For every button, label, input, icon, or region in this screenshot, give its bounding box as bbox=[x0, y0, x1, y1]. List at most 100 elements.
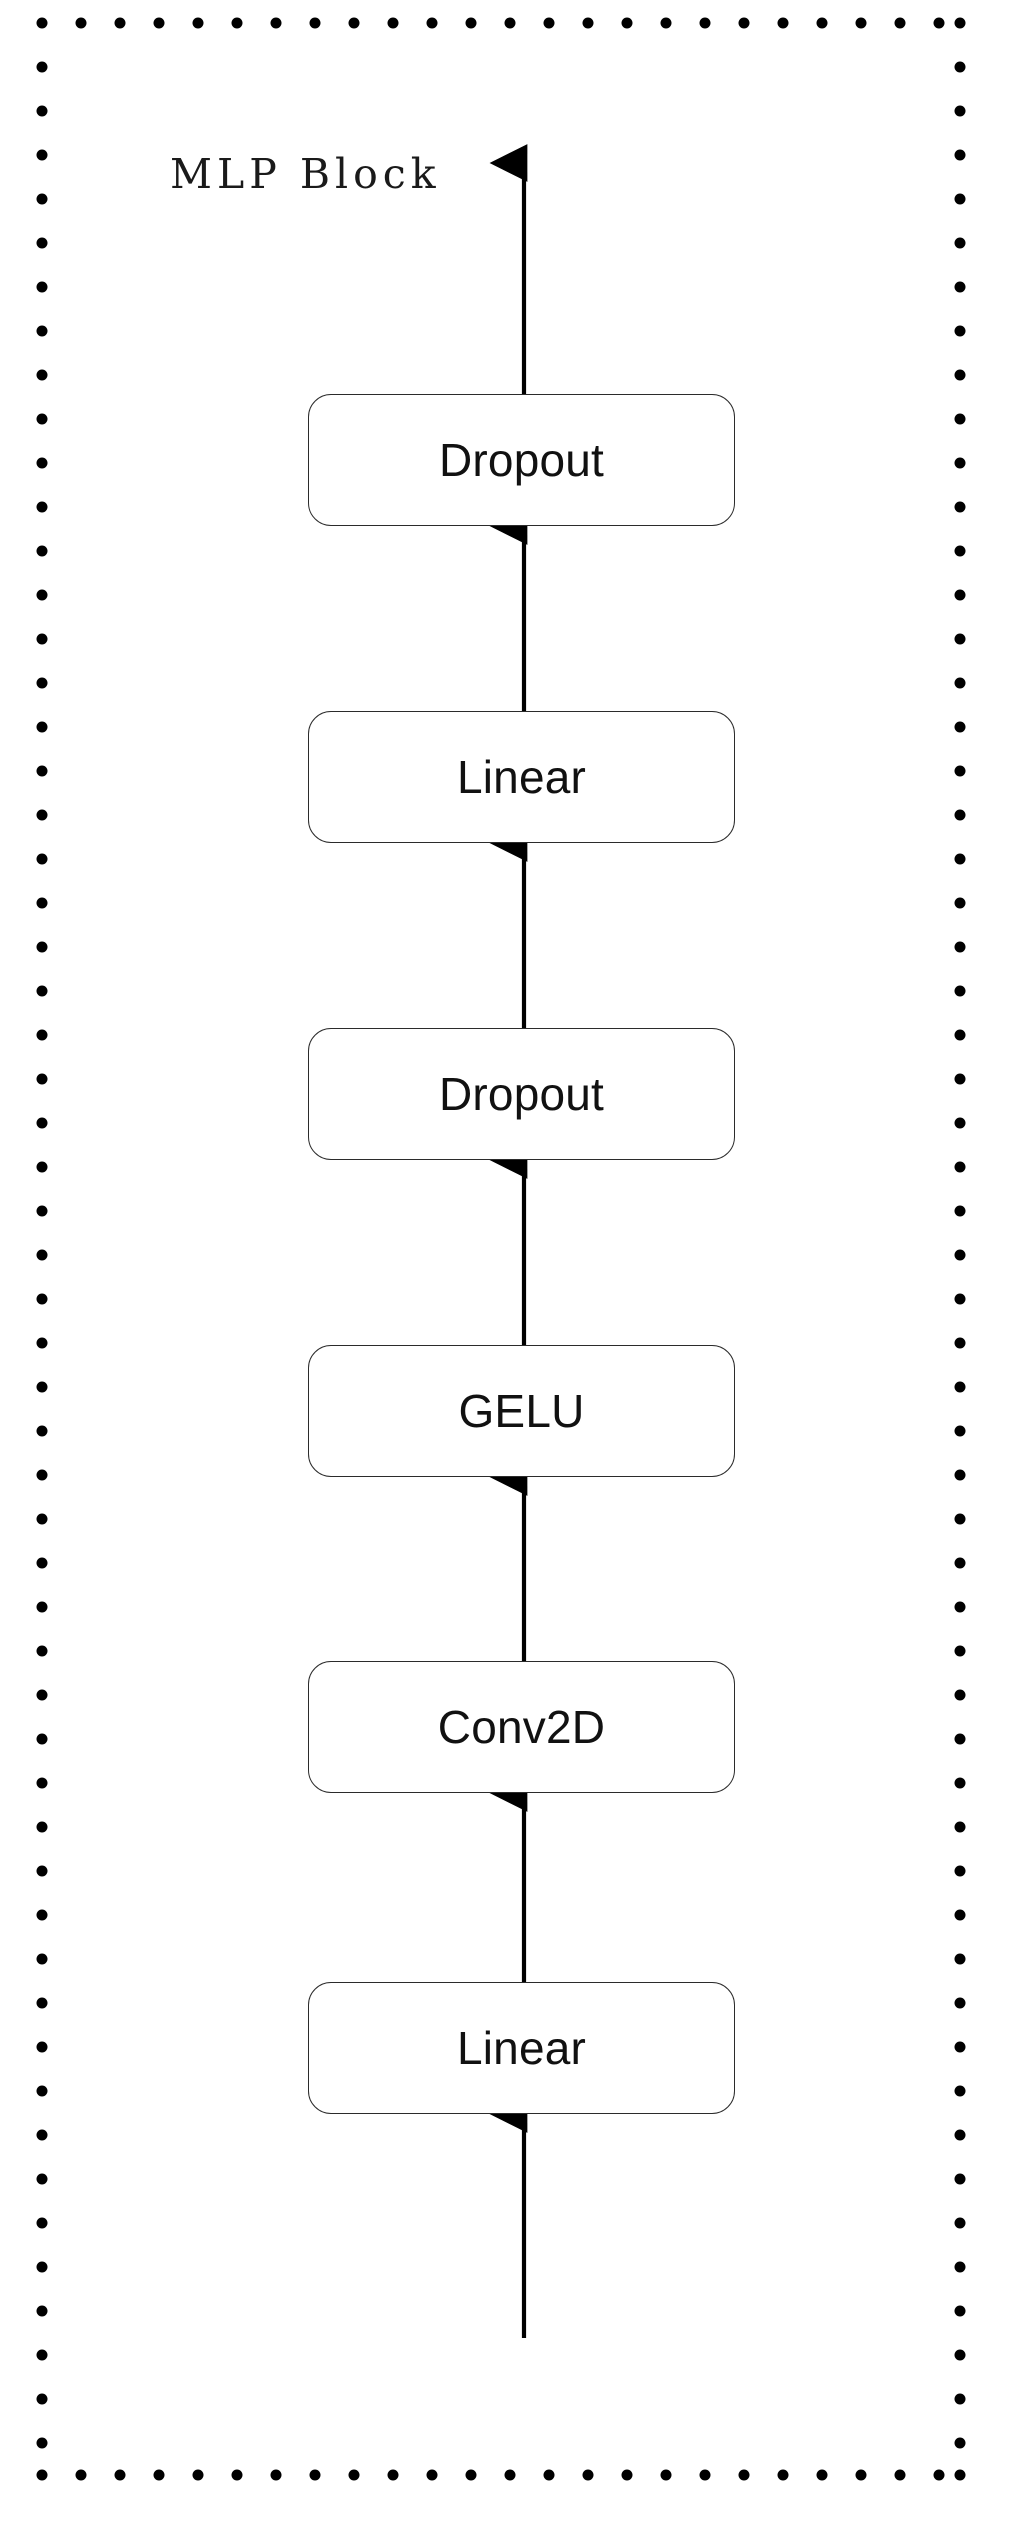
border-dot bbox=[954, 2469, 966, 2481]
border-dot bbox=[954, 2393, 966, 2405]
border-dot bbox=[36, 1953, 48, 1965]
border-dot bbox=[36, 809, 48, 821]
border-dot bbox=[75, 17, 87, 29]
border-dot bbox=[114, 17, 126, 29]
node-gelu[interactable]: GELU bbox=[308, 1345, 735, 1477]
border-dot bbox=[36, 413, 48, 425]
node-label: Linear bbox=[456, 751, 587, 803]
border-dot bbox=[954, 1909, 966, 1921]
border-dot bbox=[777, 2469, 789, 2481]
border-dot bbox=[114, 2469, 126, 2481]
border-dot bbox=[894, 17, 906, 29]
border-dot bbox=[954, 2173, 966, 2185]
border-dot bbox=[426, 17, 438, 29]
border-dot bbox=[36, 1205, 48, 1217]
node-dropout-middle[interactable]: Dropout bbox=[308, 1028, 735, 1160]
border-dot bbox=[36, 1733, 48, 1745]
border-dot bbox=[954, 853, 966, 865]
border-dot bbox=[36, 1645, 48, 1657]
border-dot bbox=[954, 1953, 966, 1965]
border-dot bbox=[954, 1777, 966, 1789]
border-dot bbox=[954, 17, 966, 29]
border-dot bbox=[465, 17, 477, 29]
border-dot bbox=[36, 61, 48, 73]
border-dot bbox=[36, 369, 48, 381]
border-dot bbox=[426, 2469, 438, 2481]
border-dot bbox=[543, 2469, 555, 2481]
border-dot bbox=[36, 1293, 48, 1305]
border-dot bbox=[954, 1337, 966, 1349]
border-dot bbox=[36, 2217, 48, 2229]
border-dot bbox=[504, 2469, 516, 2481]
border-dot bbox=[954, 1073, 966, 1085]
border-dot bbox=[75, 2469, 87, 2481]
border-dot bbox=[36, 1689, 48, 1701]
node-linear-lower[interactable]: Linear bbox=[308, 1982, 735, 2114]
border-dot bbox=[465, 2469, 477, 2481]
border-dot bbox=[954, 1205, 966, 1217]
border-dot bbox=[954, 61, 966, 73]
border-dot bbox=[36, 1821, 48, 1833]
border-dot bbox=[954, 1733, 966, 1745]
border-dot bbox=[36, 2085, 48, 2097]
border-dot bbox=[954, 1117, 966, 1129]
border-dot bbox=[36, 2393, 48, 2405]
node-conv2d[interactable]: Conv2D bbox=[308, 1661, 735, 1793]
node-label: Linear bbox=[456, 2022, 587, 2074]
border-dot bbox=[954, 457, 966, 469]
border-dot bbox=[954, 2129, 966, 2141]
node-label: Dropout bbox=[438, 434, 605, 486]
border-dot bbox=[954, 501, 966, 513]
border-dot bbox=[954, 1821, 966, 1833]
border-dot bbox=[348, 2469, 360, 2481]
border-dot bbox=[855, 17, 867, 29]
node-dropout-top[interactable]: Dropout bbox=[308, 394, 735, 526]
border-dot bbox=[954, 721, 966, 733]
border-dot bbox=[954, 1865, 966, 1877]
border-dot bbox=[954, 2085, 966, 2097]
border-dot bbox=[582, 17, 594, 29]
border-dot bbox=[954, 1249, 966, 1261]
border-dot bbox=[738, 17, 750, 29]
border-dot bbox=[954, 369, 966, 381]
border-dot bbox=[36, 1117, 48, 1129]
node-label: GELU bbox=[458, 1385, 585, 1437]
border-dot bbox=[36, 1425, 48, 1437]
border-dot bbox=[543, 17, 555, 29]
border-dot bbox=[36, 1601, 48, 1613]
border-dot bbox=[36, 1997, 48, 2009]
border-dot bbox=[954, 589, 966, 601]
border-dot bbox=[954, 545, 966, 557]
border-dot bbox=[954, 237, 966, 249]
border-dot bbox=[387, 17, 399, 29]
border-dot bbox=[954, 1645, 966, 1657]
border-dot bbox=[270, 17, 282, 29]
border-dot bbox=[36, 2041, 48, 2053]
node-linear-upper[interactable]: Linear bbox=[308, 711, 735, 843]
border-dot bbox=[36, 2469, 48, 2481]
border-dot bbox=[738, 2469, 750, 2481]
border-dot bbox=[231, 17, 243, 29]
border-dot bbox=[36, 1777, 48, 1789]
border-dot bbox=[192, 17, 204, 29]
border-dot bbox=[36, 193, 48, 205]
border-dot bbox=[36, 765, 48, 777]
border-dot bbox=[36, 237, 48, 249]
border-dot bbox=[954, 1601, 966, 1613]
border-dot bbox=[660, 17, 672, 29]
border-dot bbox=[36, 941, 48, 953]
border-dot bbox=[933, 17, 945, 29]
border-dot bbox=[699, 17, 711, 29]
border-dot bbox=[933, 2469, 945, 2481]
border-dot bbox=[777, 17, 789, 29]
border-dot bbox=[504, 17, 516, 29]
border-dot bbox=[954, 809, 966, 821]
border-dot bbox=[954, 2217, 966, 2229]
border-dot bbox=[36, 1865, 48, 1877]
border-dot bbox=[954, 105, 966, 117]
border-dot bbox=[270, 2469, 282, 2481]
border-dot bbox=[954, 897, 966, 909]
border-dot bbox=[36, 501, 48, 513]
border-dot bbox=[36, 2349, 48, 2361]
border-dot bbox=[36, 149, 48, 161]
